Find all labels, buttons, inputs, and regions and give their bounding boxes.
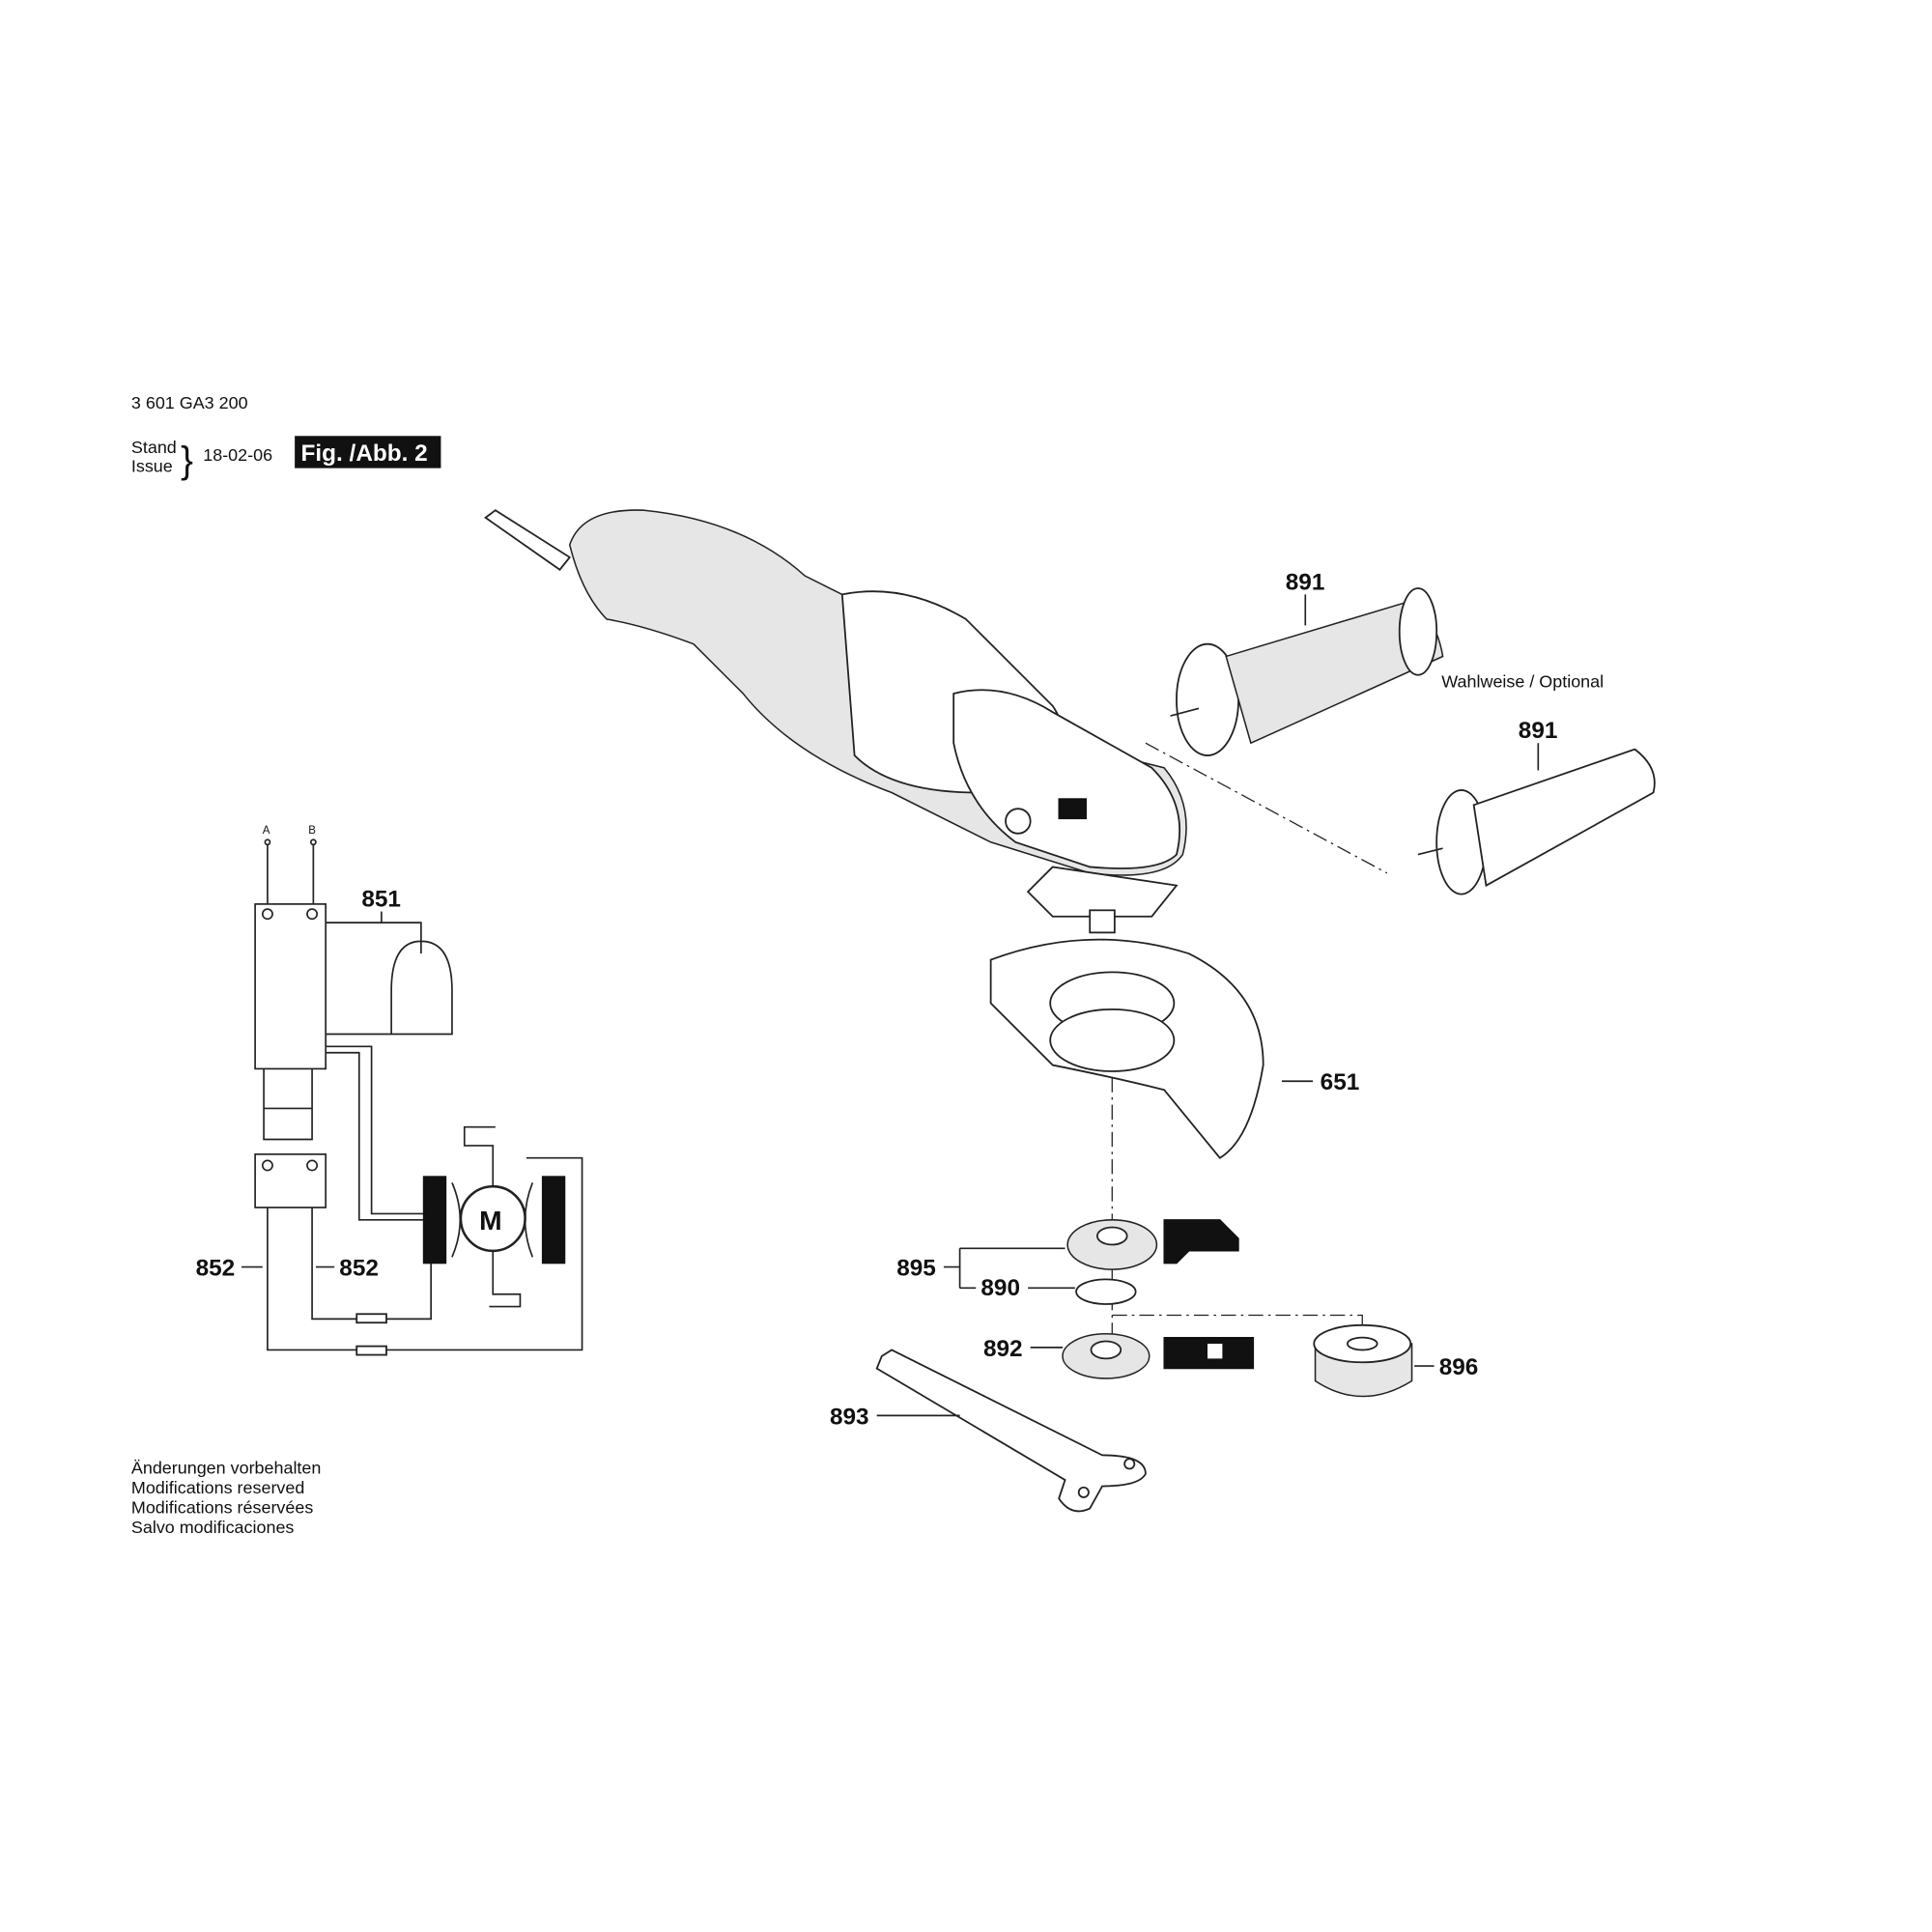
angle-grinder-drawing <box>484 509 1187 934</box>
optional-handle-drawing <box>1417 748 1656 895</box>
quick-nut-drawing <box>1313 1323 1413 1398</box>
footer-line-3: Modifications réservées <box>131 1498 313 1518</box>
callout-892[interactable]: 892 <box>983 1336 1023 1362</box>
terminal-b: B <box>308 825 316 837</box>
callout-651[interactable]: 651 <box>1321 1069 1360 1095</box>
callout-893[interactable]: 893 <box>830 1404 869 1430</box>
wiring-schematic: A B M <box>254 825 583 1356</box>
callout-852-left[interactable]: 852 <box>196 1256 236 1282</box>
clamping-nut-drawing <box>1062 1333 1255 1379</box>
footer-line-2: Modifications reserved <box>131 1478 304 1497</box>
callout-891-optional[interactable]: 891 <box>1519 718 1558 744</box>
issue-label: Issue <box>131 456 173 475</box>
flange-drawing <box>1066 1219 1239 1305</box>
side-handle-drawing <box>1170 587 1444 756</box>
callout-852-right[interactable]: 852 <box>339 1256 379 1282</box>
spanner-drawing <box>875 1349 1147 1513</box>
terminal-a: A <box>263 825 270 837</box>
part-number: 3 601 GA3 200 <box>131 393 248 412</box>
date: 18-02-06 <box>203 445 272 465</box>
callout-851[interactable]: 851 <box>361 886 401 912</box>
guard-drawing <box>989 938 1264 1159</box>
optional-note: Wahlweise / Optional <box>1441 672 1604 692</box>
figure-label: Fig. /Abb. 2 <box>301 440 428 467</box>
figure-label-box <box>295 436 441 469</box>
brace: } <box>181 440 193 482</box>
footer-line-4: Salvo modificaciones <box>131 1518 295 1537</box>
callout-895[interactable]: 895 <box>896 1256 936 1282</box>
footer-line-1: Änderungen vorbehalten <box>131 1459 321 1478</box>
motor-symbol: M <box>479 1205 501 1236</box>
stand-label: Stand <box>131 438 177 457</box>
callout-890[interactable]: 890 <box>980 1275 1020 1301</box>
callout-891-main[interactable]: 891 <box>1286 569 1325 595</box>
callout-896[interactable]: 896 <box>1439 1354 1479 1380</box>
